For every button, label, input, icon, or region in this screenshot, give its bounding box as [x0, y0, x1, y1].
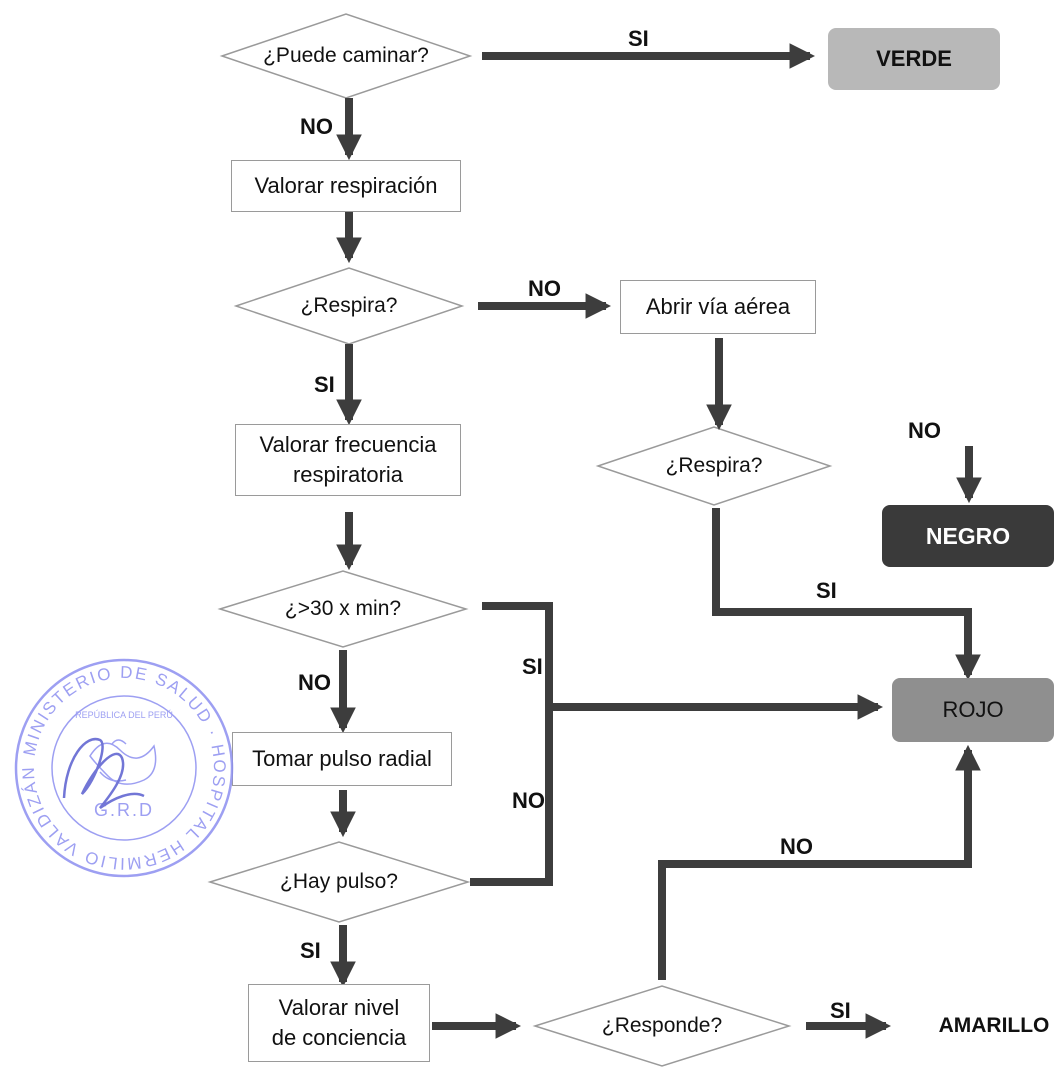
- edge-label-responds-yes: SI: [830, 998, 851, 1023]
- diamond-respira-2: [595, 426, 833, 506]
- edge-label-rate-no: NO: [298, 670, 331, 695]
- edge-label-breath2-yes: SI: [816, 578, 837, 603]
- box-tomar-pulso: Tomar pulso radial: [232, 732, 452, 786]
- svg-text:G.R.D: G.R.D: [94, 800, 154, 820]
- decision-responde: ¿Responde?: [601, 1014, 723, 1037]
- decision-respira-2: ¿Respira?: [665, 454, 763, 477]
- decision-puede-caminar: ¿Puede caminar?: [263, 44, 429, 67]
- edge-label-breath1-yes: SI: [314, 372, 335, 397]
- arrow-rate-yes: [470, 602, 553, 886]
- svg-text:REPÚBLICA DEL PERÚ: REPÚBLICA DEL PERÚ: [75, 710, 173, 720]
- diamond-respira-1: [233, 267, 465, 345]
- box-valorar-conciencia: Valorar nivel de conciencia: [248, 984, 430, 1062]
- box-valorar-frecuencia: Valorar frecuencia respiratoria: [235, 424, 461, 496]
- outcome-rojo: ROJO: [892, 678, 1054, 742]
- edge-label-pulse-yes: SI: [300, 938, 321, 963]
- diamond-responde: [532, 985, 792, 1067]
- diamond-hay-pulso: [207, 841, 471, 923]
- edge-label-breath2-no: NO: [908, 418, 941, 443]
- edge-label-pulse-no: NO: [512, 788, 545, 813]
- box-valorar-respiracion: Valorar respiración: [231, 160, 461, 212]
- diamond-mayor-30: [217, 570, 469, 648]
- arrow-breath2-yes: [712, 508, 981, 681]
- edge-label-responds-no: NO: [780, 834, 813, 859]
- outcome-amarillo: AMARILLO: [938, 1014, 1050, 1037]
- official-stamp: MINISTERIO DE SALUD · HOSPITAL HERMILIO …: [14, 658, 234, 878]
- decision-mayor-30: ¿>30 x min?: [284, 597, 402, 620]
- edge-label-breath1-no: NO: [528, 276, 561, 301]
- edge-label-walk-no: NO: [300, 114, 333, 139]
- edge-label-walk-yes: SI: [628, 26, 649, 51]
- box-abrir-via-aerea: Abrir vía aérea: [620, 280, 816, 334]
- diamond-puede-caminar: [219, 13, 473, 99]
- decision-respira-1: ¿Respira?: [300, 294, 398, 317]
- outcome-verde: VERDE: [828, 28, 1000, 90]
- outcome-negro: NEGRO: [882, 505, 1054, 567]
- arrow-responds-no: [658, 744, 981, 980]
- edge-label-rate-yes: SI: [522, 654, 543, 679]
- decision-hay-pulso: ¿Hay pulso?: [280, 870, 398, 893]
